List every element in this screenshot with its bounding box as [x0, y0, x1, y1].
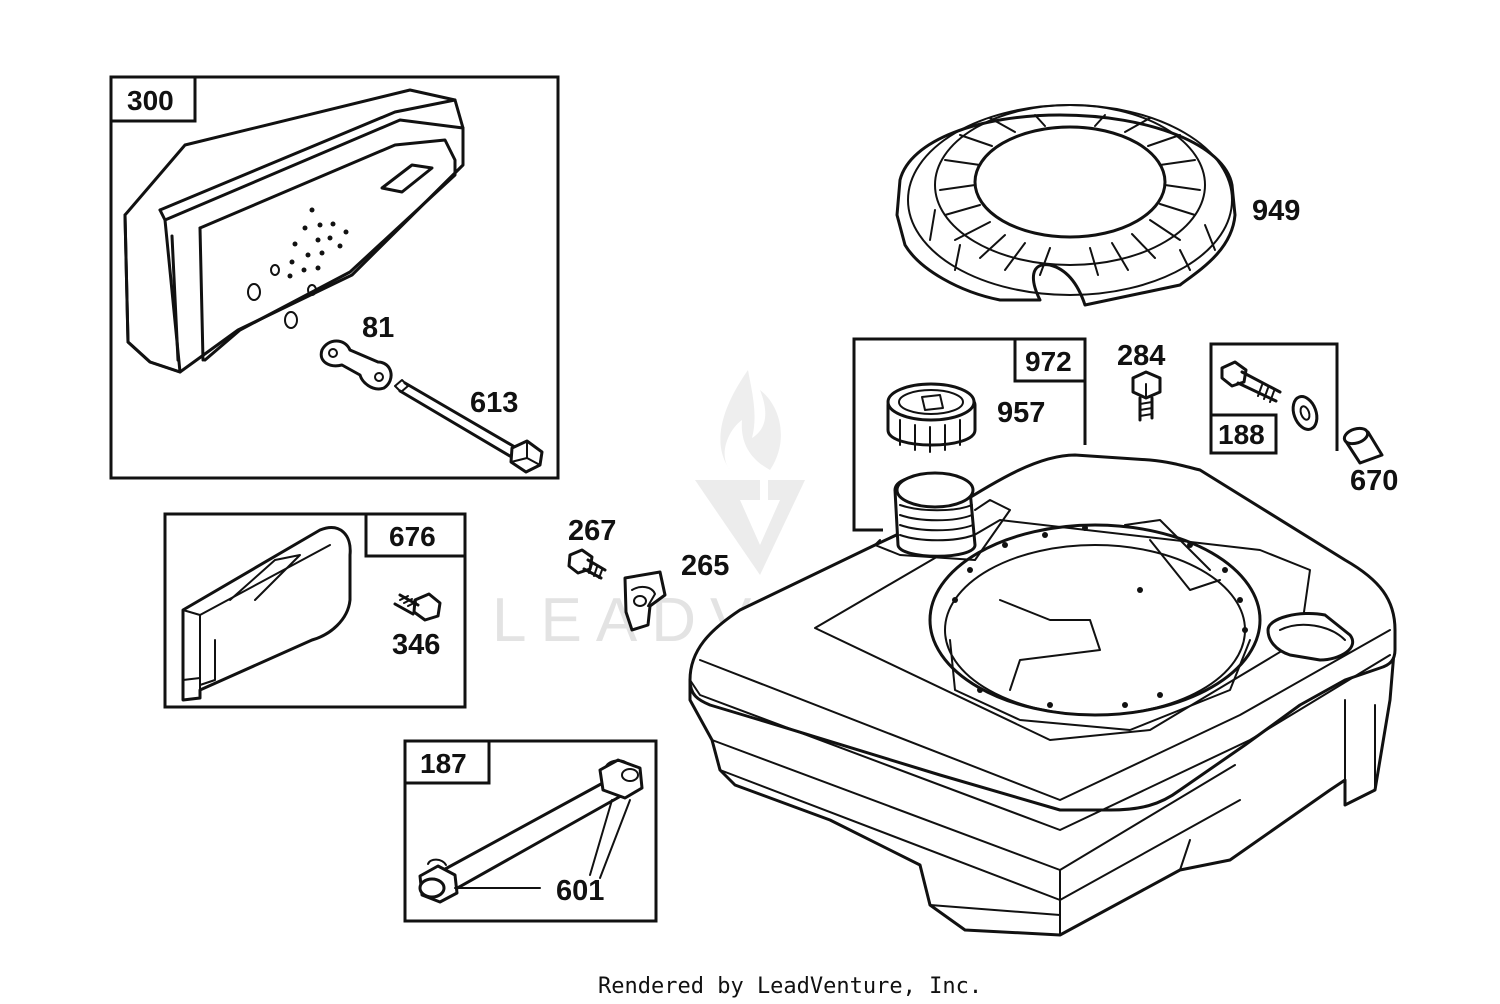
muffler-drawing — [123, 88, 465, 374]
fuel-tank-drawing — [688, 453, 1397, 937]
deflector-kit-box: 676 346 — [163, 512, 467, 709]
muffler-kit-box: 300 — [109, 75, 560, 480]
watermark-flame-icon — [720, 370, 781, 470]
part-label-267: 267 — [568, 515, 616, 547]
kit-number-187: 187 — [420, 748, 467, 779]
clip-265-drawing — [623, 570, 667, 632]
bolt-613-drawing — [394, 379, 544, 474]
fuel-line-kit-box: 187 601 — [403, 739, 658, 923]
part-label-346: 346 — [392, 629, 440, 661]
part-label-81: 81 — [362, 312, 394, 344]
part-label-613: 613 — [470, 387, 518, 419]
deflector-drawing — [181, 526, 352, 702]
bolt-kit-box: 188 — [1209, 342, 1339, 455]
kit-number-300: 300 — [127, 85, 174, 116]
part-label-670: 670 — [1350, 465, 1398, 497]
bolt-188-drawing — [1220, 360, 1319, 431]
rewind-screen-drawing — [895, 104, 1237, 307]
screw-267-drawing — [567, 548, 607, 580]
fuel-cap-drawing — [886, 382, 977, 453]
kit-number-188: 188 — [1218, 419, 1265, 450]
kit-number-676: 676 — [389, 521, 436, 552]
screen-ribs — [929, 114, 1216, 276]
kit-number-972: 972 — [1025, 346, 1072, 377]
part-label-284: 284 — [1117, 340, 1165, 372]
fuel-cap-kit-box: 972 957 — [852, 337, 1087, 532]
bushing-670-drawing — [1342, 426, 1384, 465]
part-label-949: 949 — [1252, 195, 1300, 227]
leader-601-right — [589, 799, 631, 879]
part-label-957: 957 — [997, 397, 1045, 429]
watermark-v-icon — [695, 480, 805, 575]
gasket-drawing — [319, 339, 393, 391]
screw-346-drawing — [393, 592, 442, 622]
footer-credit: Rendered by LeadVenture, Inc. — [598, 974, 982, 999]
screw-284-drawing — [1131, 370, 1162, 422]
fuel-line-drawing — [418, 758, 644, 904]
part-label-601: 601 — [556, 875, 604, 907]
part-label-265: 265 — [681, 550, 729, 582]
